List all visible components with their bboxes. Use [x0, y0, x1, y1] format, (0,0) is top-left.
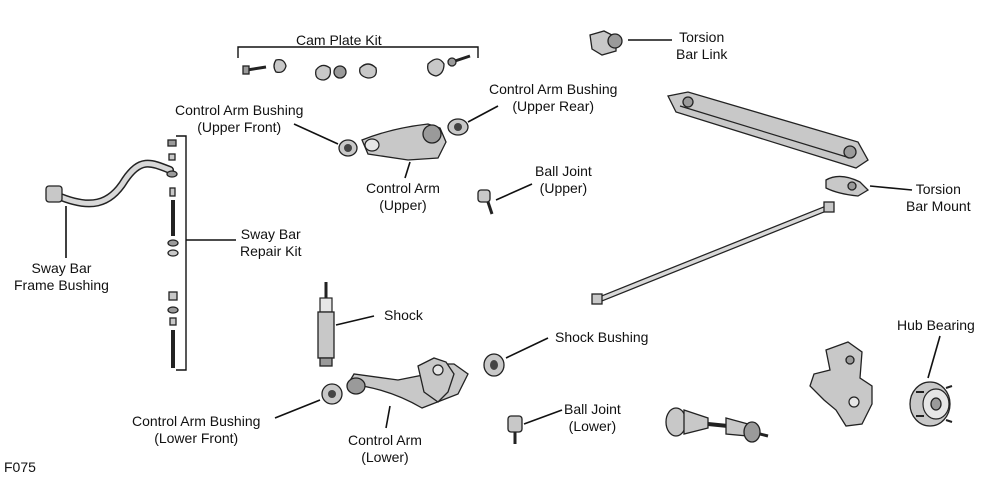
label-control-arm-bushing-upper-front: Control Arm Bushing (Upper Front)	[175, 102, 304, 135]
cam-plate-4	[427, 58, 445, 77]
steering-knuckle-part	[809, 341, 873, 427]
cv-axle-part	[665, 407, 769, 443]
ball-joint-upper-part	[477, 183, 533, 215]
label-shock: Shock	[384, 307, 423, 323]
ball-joint-lower-part	[507, 409, 563, 444]
ca-bushing-upper-rear-part	[447, 105, 499, 136]
torsion-bar-mount-part	[825, 175, 913, 197]
cam-plate-1	[273, 58, 287, 74]
label-sway-bar-repair-kit: Sway Bar Repair Kit	[240, 226, 302, 259]
label-shock-bushing: Shock Bushing	[555, 329, 649, 345]
hub-bearing-part	[909, 335, 953, 427]
label-ball-joint-upper: Ball Joint (Upper)	[535, 163, 592, 196]
ca-bushing-lower-front-part	[274, 383, 343, 419]
ca-bushing-upper-front-part	[293, 123, 358, 157]
label-sway-bar-frame-bushing: Sway Bar Frame Bushing	[14, 260, 109, 293]
torsion-crossmember-part	[667, 91, 869, 169]
label-ball-joint-lower: Ball Joint (Lower)	[564, 401, 621, 434]
cam-plate-kit-group	[237, 46, 479, 81]
label-control-arm-lower: Control Arm (Lower)	[348, 432, 422, 465]
cam-plate-3	[359, 63, 377, 79]
sway-bar-part	[45, 159, 174, 258]
torsion-bar-rod-part	[591, 201, 835, 305]
cam-bolt-right	[447, 54, 471, 67]
label-torsion-bar-link: Torsion Bar Link	[676, 29, 728, 62]
cam-plate-kit-bracket	[237, 46, 479, 58]
label-control-arm-bushing-lower-front: Control Arm Bushing (Lower Front)	[132, 413, 261, 446]
label-hub-bearing: Hub Bearing	[897, 317, 975, 333]
control-arm-lower-part	[346, 357, 469, 429]
label-cam-plate-kit: Cam Plate Kit	[296, 32, 382, 48]
label-control-arm-upper: Control Arm (Upper)	[366, 180, 440, 213]
shock-part	[317, 282, 375, 367]
cam-nut-1	[333, 65, 347, 79]
label-torsion-bar-mount: Torsion Bar Mount	[906, 181, 971, 214]
cam-plate-2	[315, 64, 332, 81]
sway-bar-repair-kit-group	[166, 135, 236, 371]
shock-bushing-part	[483, 337, 549, 377]
torsion-bar-link-part	[589, 30, 672, 56]
cam-bolt-left	[242, 65, 267, 75]
figure-code: F075	[4, 459, 36, 475]
control-arm-upper-part	[361, 123, 447, 179]
label-control-arm-bushing-upper-rear: Control Arm Bushing (Upper Rear)	[489, 81, 618, 114]
